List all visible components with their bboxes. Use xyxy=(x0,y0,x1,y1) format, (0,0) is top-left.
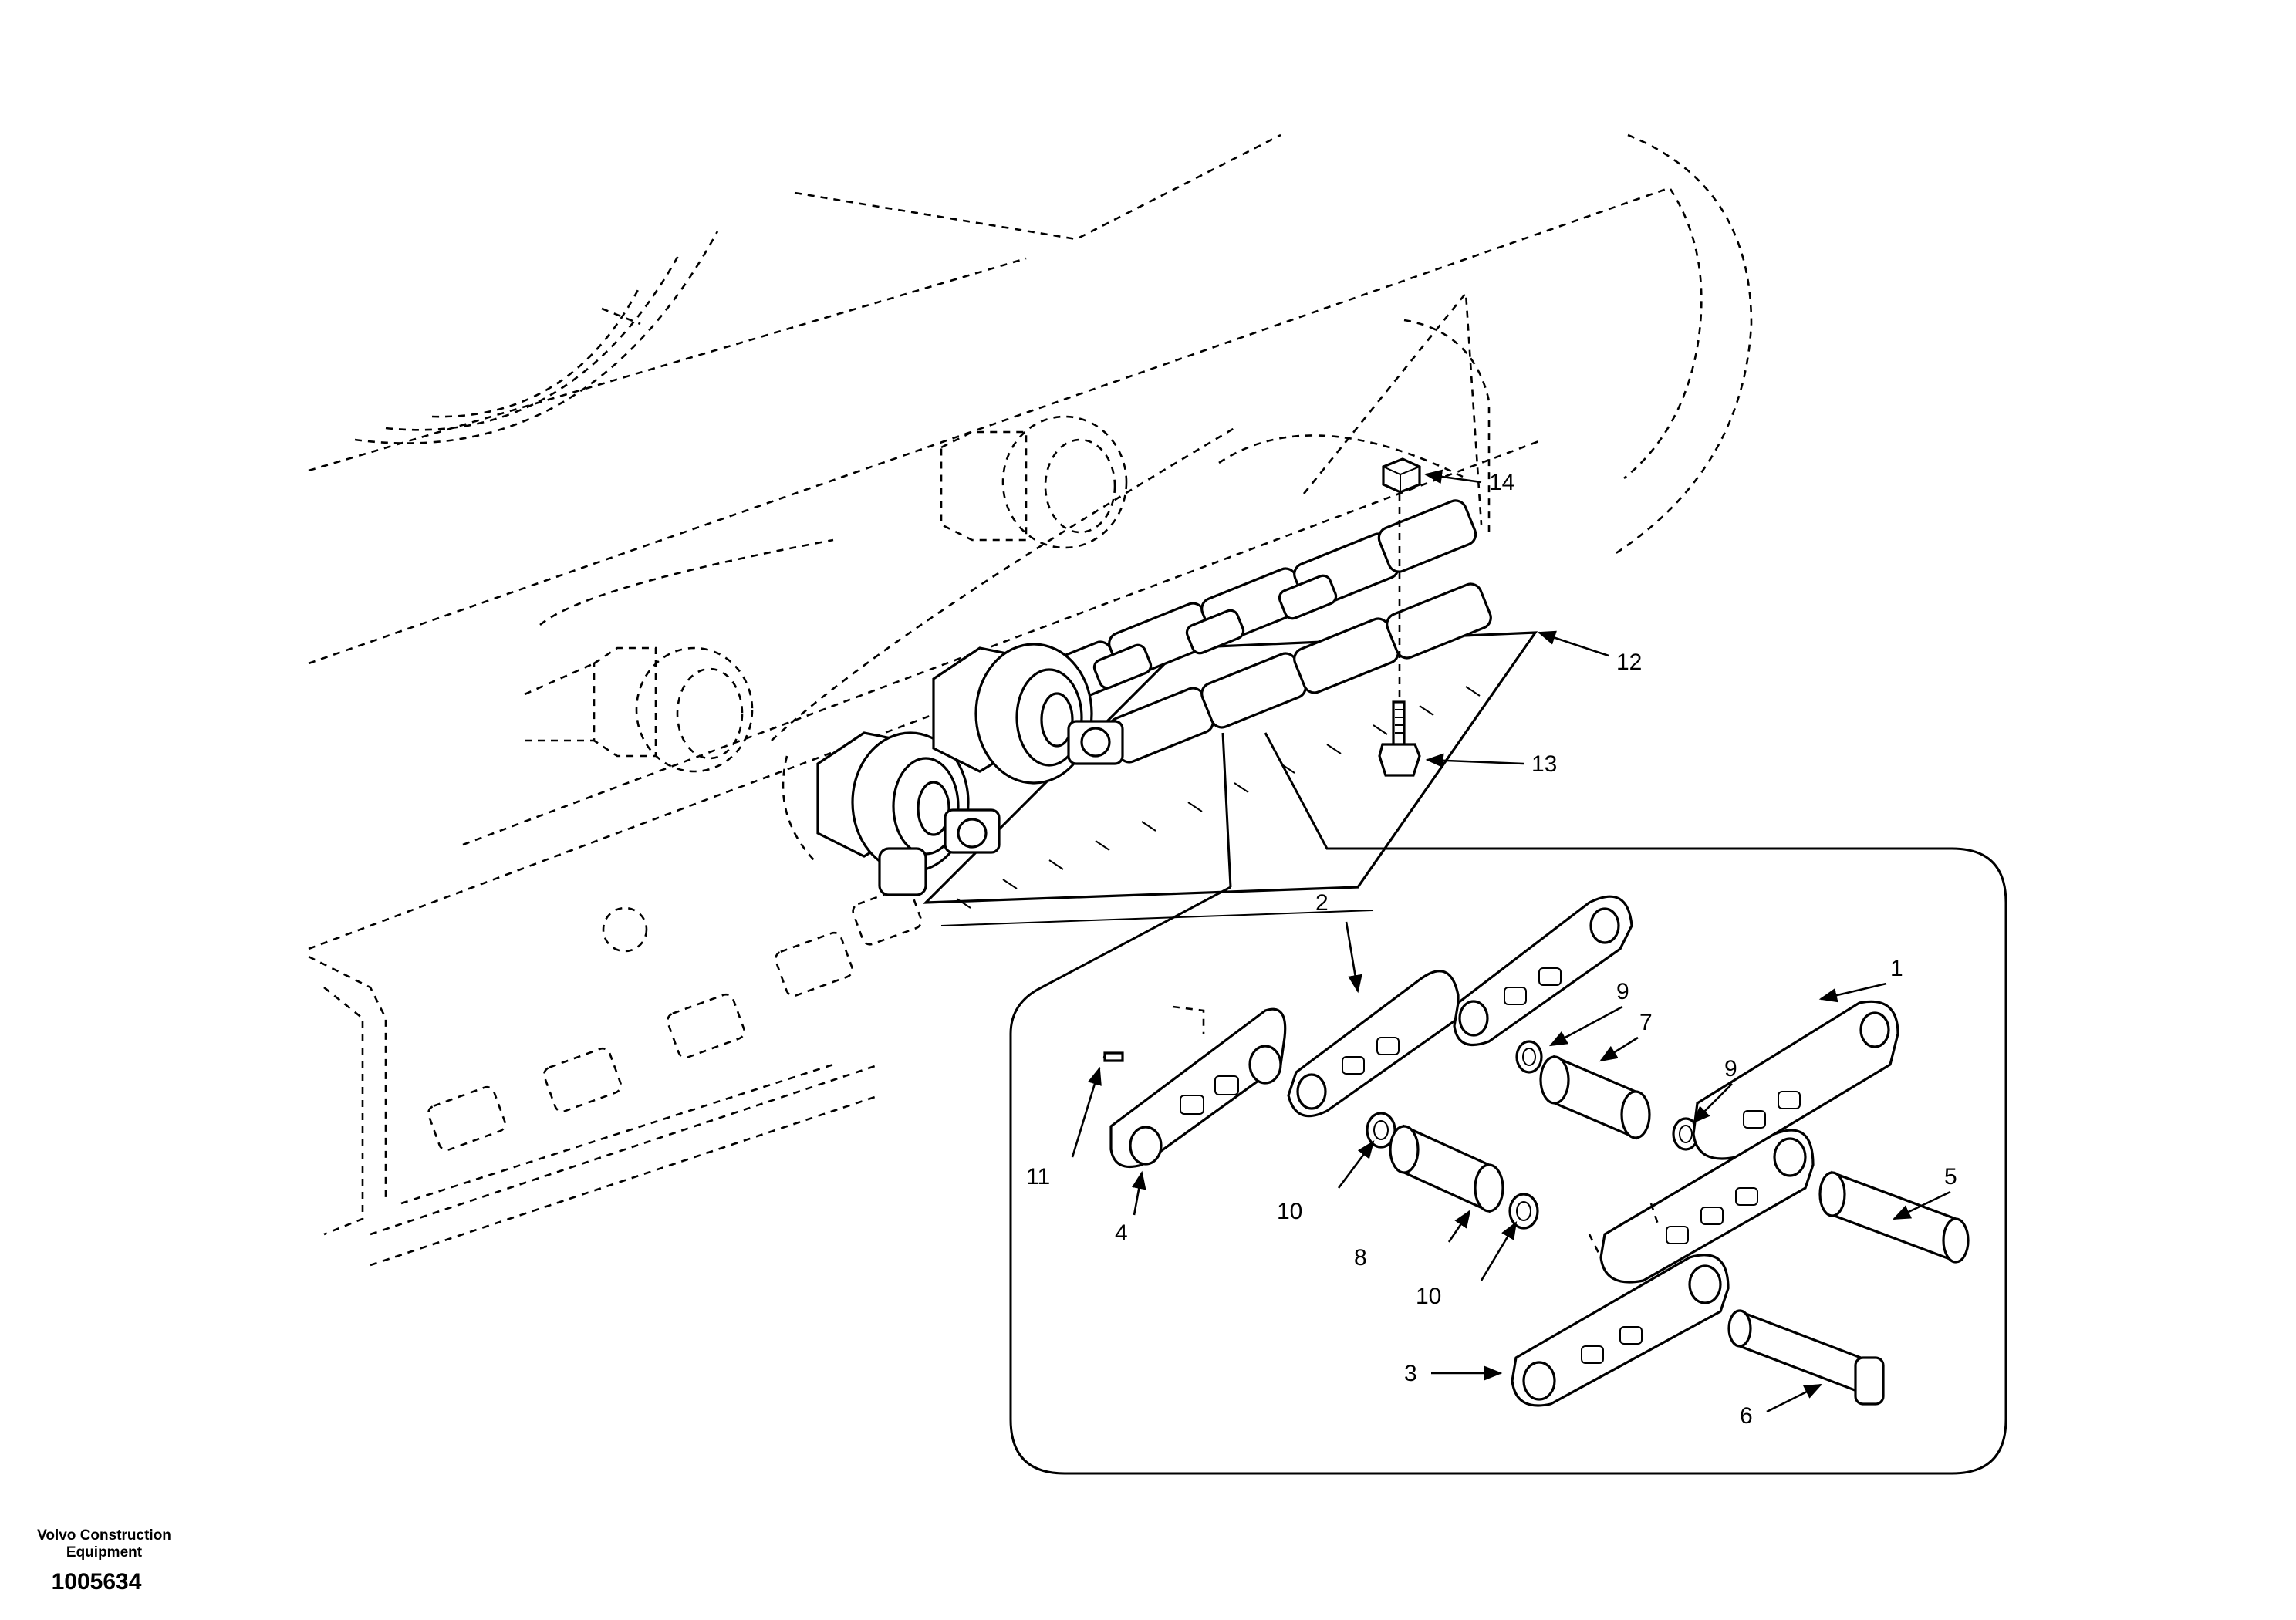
callout-5: 5 xyxy=(1944,1164,1957,1190)
callout-12: 12 xyxy=(1616,650,1642,675)
track-roller-left xyxy=(816,731,1001,896)
part-3-link xyxy=(1511,1254,1730,1407)
track-roller-right xyxy=(932,643,1124,785)
callout-6: 6 xyxy=(1740,1403,1753,1429)
callout-labels: 14 12 13 1 2 3 4 5 6 7 8 9 9 10 10 11 xyxy=(1026,470,1957,1429)
callout-11: 11 xyxy=(1026,1164,1050,1190)
inner-link-upper xyxy=(1453,895,1633,1047)
manufacturer-name-line2: Equipment xyxy=(66,1544,143,1561)
leader-lines xyxy=(1071,469,1951,1413)
callout-1: 1 xyxy=(1890,956,1903,981)
nut-14 xyxy=(1382,457,1421,494)
bolt-13 xyxy=(1378,700,1421,777)
callout-10: 10 xyxy=(1416,1284,1441,1309)
part-10-seal xyxy=(1508,1193,1539,1230)
callout-7: 7 xyxy=(1639,1010,1653,1035)
part-7-bushing xyxy=(1539,1055,1651,1140)
part-2-link xyxy=(1287,970,1460,1118)
callout-8: 8 xyxy=(1354,1245,1367,1271)
callout-2: 2 xyxy=(1315,890,1329,916)
callout-10: 10 xyxy=(1277,1199,1302,1224)
inner-link-back xyxy=(1692,1000,1899,1160)
part-1-link xyxy=(1599,1129,1815,1284)
manufacturer-name: Volvo Construction xyxy=(37,1527,171,1544)
callout-4: 4 xyxy=(1115,1220,1128,1246)
part-11-pin xyxy=(1103,1051,1124,1062)
part-4-link xyxy=(1109,1007,1287,1169)
document-number: 1005634 xyxy=(51,1569,142,1595)
part-8-bushing xyxy=(1389,1124,1504,1213)
track-assembly xyxy=(816,457,1538,926)
part-6-pin xyxy=(1727,1309,1885,1406)
callout-13: 13 xyxy=(1531,751,1557,777)
callout-9: 9 xyxy=(1616,979,1629,1004)
machine-outline xyxy=(308,133,1753,1267)
callout-3: 3 xyxy=(1404,1361,1417,1386)
callout-9: 9 xyxy=(1724,1056,1737,1082)
part-9-seal xyxy=(1515,1040,1543,1074)
detail-view xyxy=(1009,732,2007,1475)
callout-14: 14 xyxy=(1489,470,1514,495)
